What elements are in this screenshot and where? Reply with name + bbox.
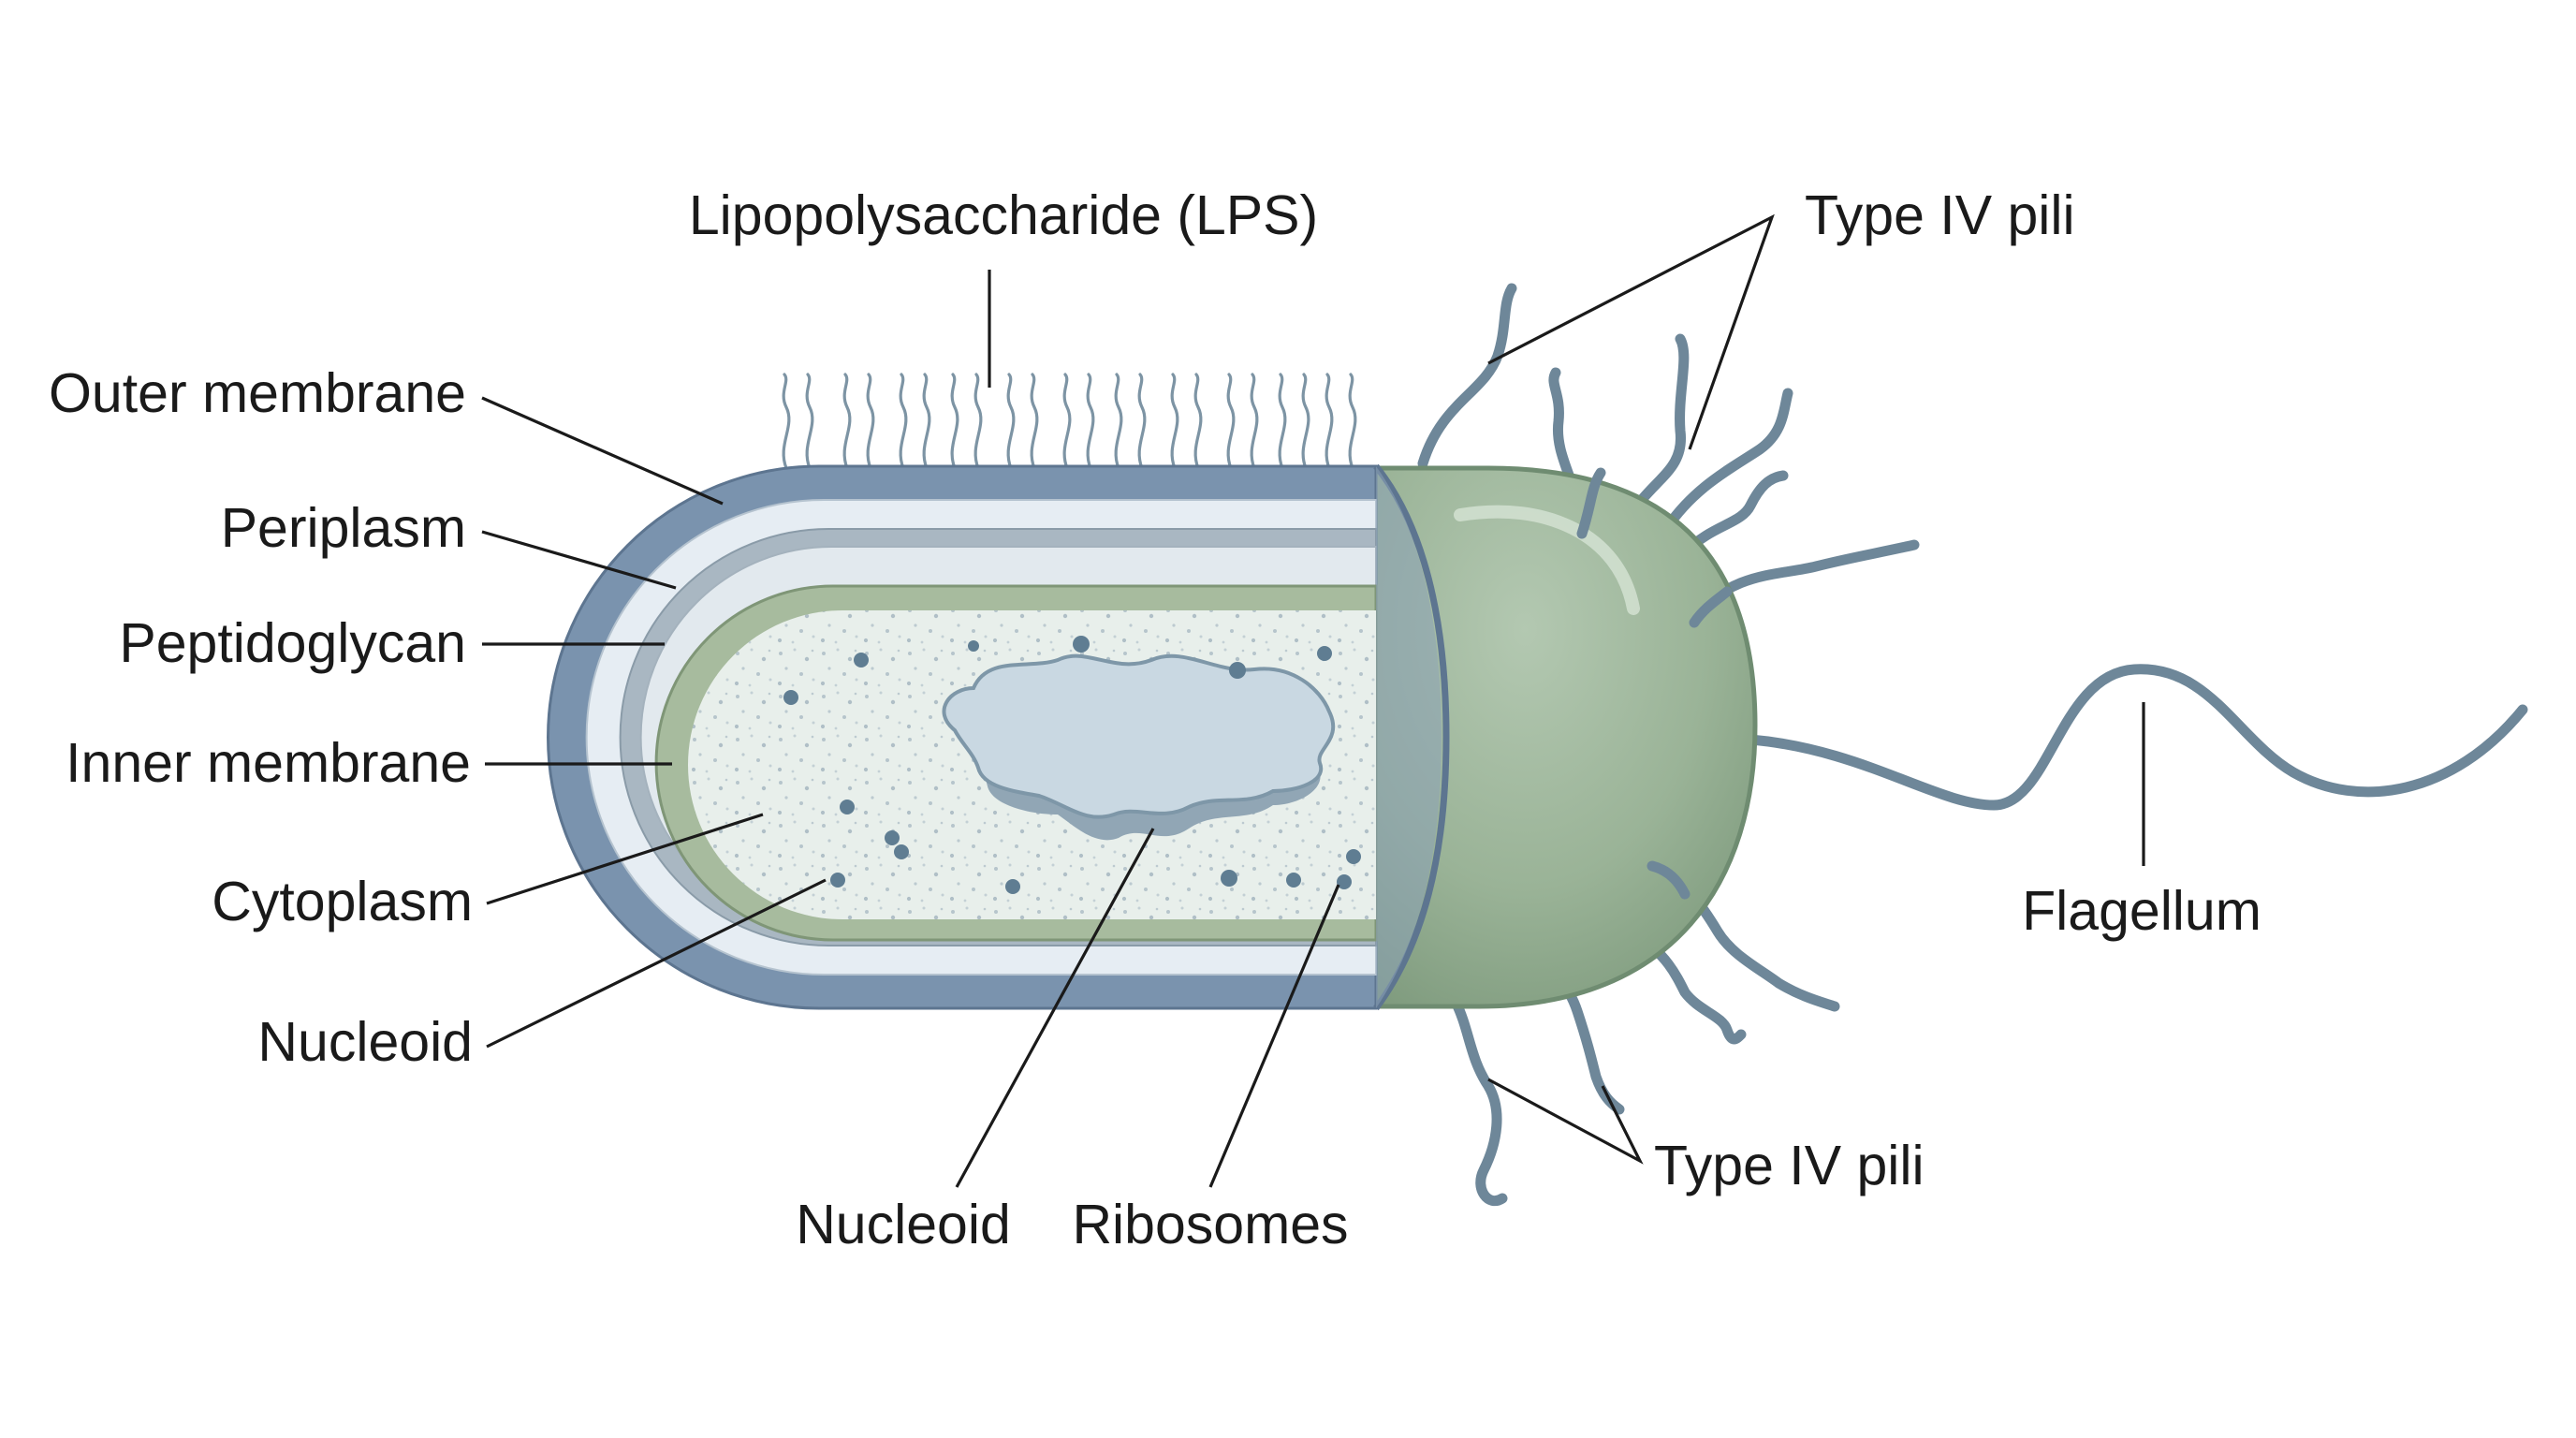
front-pili bbox=[1576, 467, 1733, 900]
type-iv-pilus bbox=[1576, 467, 1606, 539]
ribosome bbox=[1346, 849, 1361, 864]
leader-outer-membrane bbox=[481, 396, 724, 506]
leader-nucleoid-left bbox=[486, 878, 827, 1049]
ribosome bbox=[1337, 874, 1352, 889]
ribosome bbox=[1229, 662, 1246, 679]
label-type-iv-pili-top: Type IV pili bbox=[1805, 184, 2075, 246]
leader-type-iv-pili-top bbox=[1487, 213, 1775, 450]
ribosome bbox=[885, 830, 900, 845]
type-iv-pilus bbox=[1417, 283, 1517, 469]
type-iv-pilus bbox=[1679, 470, 1789, 558]
label-cytoplasm: Cytoplasm bbox=[212, 871, 473, 932]
type-iv-pilus bbox=[1661, 388, 1793, 535]
ribosome bbox=[1221, 870, 1237, 887]
type-iv-pilus bbox=[1689, 586, 1733, 628]
label-lps: Lipopolysaccharide (LPS) bbox=[689, 184, 1318, 246]
ribosome bbox=[840, 800, 855, 814]
ribosome bbox=[968, 640, 979, 652]
type-iv-pilus bbox=[1628, 333, 1690, 516]
ribosome bbox=[1286, 873, 1301, 888]
label-inner-membrane: Inner membrane bbox=[66, 732, 471, 794]
cap-highlight bbox=[1454, 505, 1640, 615]
nucleoid bbox=[942, 653, 1336, 819]
labels: Lipopolysaccharide (LPS) Outer membrane … bbox=[49, 184, 2261, 1255]
flagellum bbox=[1745, 664, 2528, 811]
ribosome bbox=[1005, 879, 1020, 894]
leader-type-iv-pili-bottom bbox=[1487, 1078, 1644, 1165]
label-nucleoid-bottom: Nucleoid bbox=[796, 1194, 1011, 1255]
ribosome bbox=[1073, 636, 1090, 653]
ribosome bbox=[894, 844, 909, 859]
type-iv-pilus bbox=[1647, 860, 1690, 900]
leader-nucleoid-bottom bbox=[955, 828, 1155, 1188]
leader-ribosomes bbox=[1208, 884, 1340, 1188]
label-outer-membrane: Outer membrane bbox=[49, 362, 466, 424]
leader-lines bbox=[481, 213, 2145, 1188]
label-periplasm: Periplasm bbox=[221, 497, 466, 559]
label-nucleoid-left: Nucleoid bbox=[257, 1011, 473, 1073]
lps-strands bbox=[782, 373, 1357, 470]
ribosome bbox=[1317, 646, 1332, 661]
cut-face-edge bbox=[1373, 463, 1450, 1011]
label-flagellum: Flagellum bbox=[2022, 880, 2261, 942]
leader-cytoplasm bbox=[486, 813, 764, 905]
ribosome bbox=[830, 873, 845, 888]
label-type-iv-pili-bottom: Type IV pili bbox=[1654, 1135, 1925, 1196]
label-ribosomes: Ribosomes bbox=[1072, 1194, 1348, 1255]
ribosome bbox=[783, 690, 798, 705]
cut-face-rim bbox=[1376, 466, 1442, 1008]
ribosome bbox=[854, 653, 869, 668]
ribosomes-group bbox=[783, 636, 1361, 894]
leader-periplasm bbox=[481, 530, 677, 590]
type-iv-pilus bbox=[1632, 931, 1747, 1045]
label-peptidoglycan: Peptidoglycan bbox=[119, 612, 466, 674]
type-iv-pilus bbox=[1450, 996, 1508, 1207]
